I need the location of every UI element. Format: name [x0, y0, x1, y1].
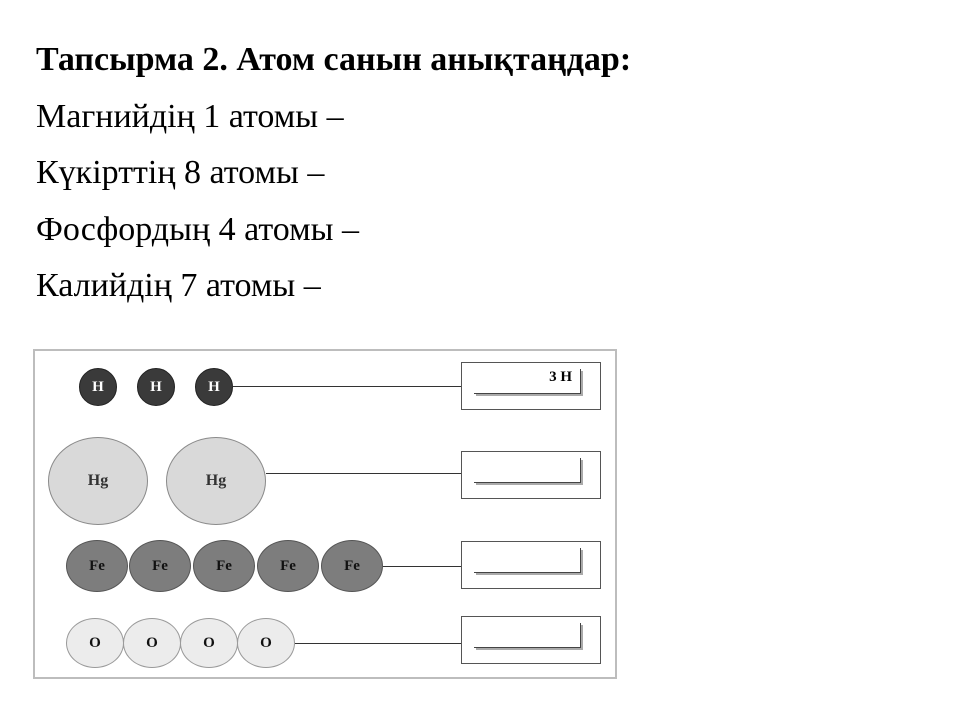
task-line-sulfur: Күкірттің 8 атомы – [36, 154, 325, 191]
atom-h: H [195, 368, 233, 406]
answer-slot [474, 369, 581, 394]
answer-slot [474, 548, 581, 573]
task-line-magnesium: Магнийдің 1 атомы – [36, 97, 344, 135]
atom-o: O [180, 618, 238, 668]
figure-row-oxygen: O O O O [35, 611, 615, 681]
answer-slot [474, 623, 581, 648]
atom-fe: Fe [66, 540, 128, 592]
atom-o: O [237, 618, 295, 668]
connector-line [266, 473, 461, 474]
atom-fe: Fe [257, 540, 319, 592]
connector-line [233, 386, 461, 387]
atom-fe: Fe [129, 540, 191, 592]
answer-box[interactable] [461, 541, 601, 589]
atom-hg: Hg [166, 437, 266, 525]
answer-slot [474, 458, 581, 483]
figure-row-hydrogen: H H H 3 H [35, 351, 615, 431]
connector-line [383, 566, 461, 567]
atom-fe: Fe [193, 540, 255, 592]
atom-o: O [123, 618, 181, 668]
answer-text: 3 H [549, 369, 572, 385]
figure-row-mercury: Hg Hg [35, 431, 615, 531]
atom-o: O [66, 618, 124, 668]
atom-h: H [137, 368, 175, 406]
atom-h: H [79, 368, 117, 406]
answer-box[interactable] [461, 451, 601, 499]
atoms-figure: H H H 3 H Hg Hg Fe Fe Fe Fe Fe O O O [33, 349, 617, 679]
connector-line [295, 643, 461, 644]
task-line-potassium: Калийдің 7 атомы – [36, 267, 321, 304]
figure-row-iron: Fe Fe Fe Fe Fe [35, 533, 615, 603]
answer-box[interactable]: 3 H [461, 362, 601, 410]
task-title: Тапсырма 2. Атом санын анықтаңдар: [36, 41, 632, 78]
task-line-phosphorus: Фосфордың 4 атомы – [36, 210, 359, 248]
answer-box[interactable] [461, 616, 601, 664]
atom-fe: Fe [321, 540, 383, 592]
task-text: Тапсырма 2. Атом санын анықтаңдар: Магни… [36, 32, 631, 315]
atom-hg: Hg [48, 437, 148, 525]
